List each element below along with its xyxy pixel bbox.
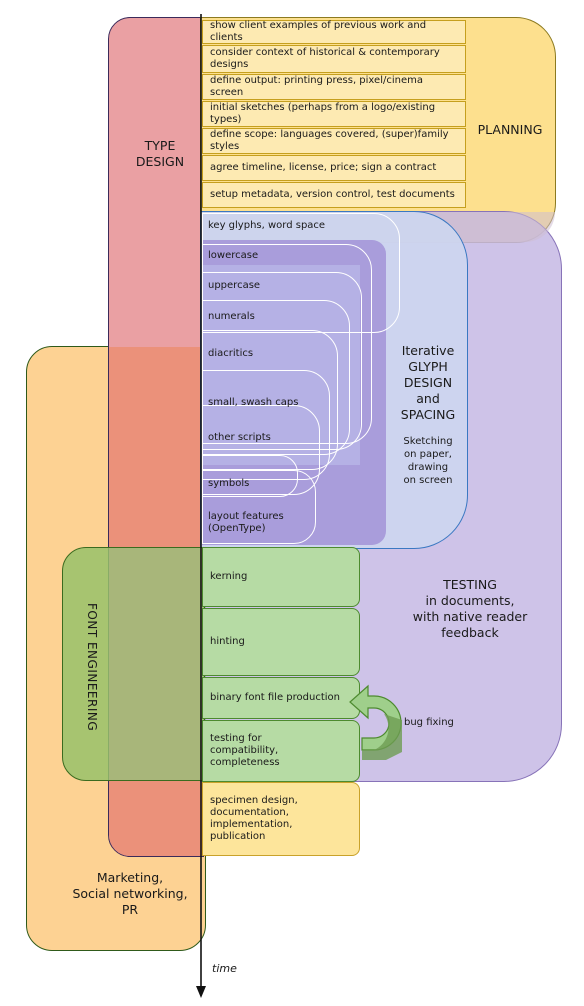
planning-step: show client examples of previous work an… [202, 20, 466, 44]
time-axis [196, 14, 206, 998]
glyph-step: diacritics [208, 348, 254, 359]
planning-step: define output: printing press, pixel/cin… [202, 74, 466, 100]
iterative-sublabel: Sketching on paper, drawing on screen [403, 436, 453, 486]
planning-step: initial sketches (perhaps from a logo/ex… [202, 101, 466, 127]
glyph-step: other scripts [208, 432, 271, 443]
glyph-step: uppercase [208, 280, 261, 291]
glyph-step: layout features (OpenType) [208, 511, 284, 534]
release-step: specimen design, documentation, implemen… [202, 782, 360, 856]
planning-label: PLANNING [477, 122, 543, 137]
iterative-label: Iterative GLYPH DESIGN and SPACING [400, 343, 456, 422]
glyph-step: small, swash caps [208, 397, 299, 408]
time-label: time [212, 962, 237, 975]
engineering-step: testing for compatibility, completeness [202, 720, 360, 782]
bug-fixing-arrow-icon [349, 684, 402, 760]
planning-step: define scope: languages covered, (super)… [202, 128, 466, 154]
glyph-step: key glyphs, word space [208, 220, 326, 231]
bug-fixing-label: bug fixing [404, 717, 454, 728]
engineering-step: binary font file production [202, 677, 360, 719]
engineering-step: hinting [202, 608, 360, 676]
glyph-step: symbols [208, 478, 250, 489]
glyph-outline-layout [202, 470, 316, 544]
engineering-step: kerning [202, 547, 360, 607]
glyph-step: numerals [208, 311, 255, 322]
testing-label: TESTING in documents, with native reader… [412, 577, 528, 640]
planning-step: consider context of historical & contemp… [202, 45, 466, 73]
font-engineering-label: FONT ENGINEERING [85, 603, 99, 732]
font-engineering-overlap [109, 548, 203, 780]
glyph-outline-scripts [202, 405, 320, 495]
marketing-label: Marketing, Social networking, PR [72, 870, 188, 917]
glyph-step: lowercase [208, 250, 259, 261]
planning-step: agree timeline, license, price; sign a c… [202, 155, 466, 181]
planning-step: setup metadata, version control, test do… [202, 182, 466, 208]
type-design-label: TYPE DESIGN [135, 138, 185, 169]
